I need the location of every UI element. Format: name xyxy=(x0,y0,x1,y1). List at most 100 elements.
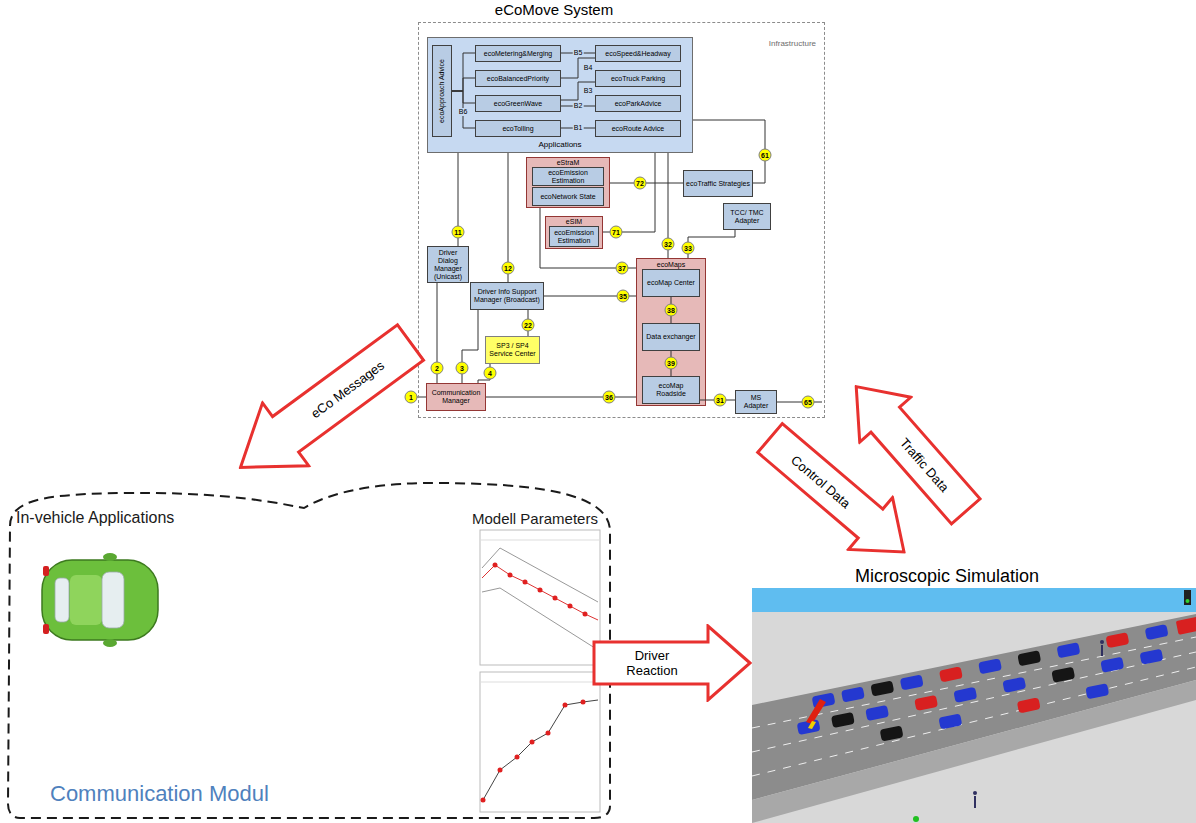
application-box: ecoParkAdvice xyxy=(595,95,681,112)
interface-number: 32 xyxy=(662,238,675,251)
node-text: eSIM xyxy=(546,217,602,226)
interface-number: 22 xyxy=(522,319,535,332)
component-box: Communication Manager xyxy=(426,383,486,411)
parameter-chart-part xyxy=(483,700,598,800)
simulation-screenshot-part-part xyxy=(939,666,963,682)
connector xyxy=(610,183,683,184)
flow-arrow: eCo Messages xyxy=(214,308,436,501)
parameter-chart-part-part xyxy=(581,700,586,705)
node-text: Driver Info Support Manager (Broadcast) xyxy=(473,288,541,304)
connector xyxy=(452,53,475,91)
application-box: ecoTruck Parking xyxy=(595,70,681,87)
application-box: ecoRoute Advice xyxy=(595,120,681,137)
simulation-screenshot-part xyxy=(792,614,1196,757)
simulation-screenshot-part xyxy=(808,721,816,729)
parameter-chart-part-part xyxy=(553,596,558,601)
parameter-chart-part xyxy=(480,672,600,812)
interface-number: 71 xyxy=(610,226,623,239)
interface-number: 1 xyxy=(405,391,418,404)
module-group: eSIM ecoEmission Estimation xyxy=(545,216,603,249)
simulation-screenshot-part-part xyxy=(1100,657,1124,673)
simulation-screenshot xyxy=(752,588,1196,823)
interface-number: 65 xyxy=(802,396,815,409)
component-box: ecoTraffic Strategies xyxy=(683,170,753,197)
interface-label: B4 xyxy=(583,64,594,72)
connector xyxy=(688,230,735,258)
connector xyxy=(452,91,475,128)
application-box: ecoGreenWave xyxy=(475,95,561,112)
parameter-chart xyxy=(480,530,600,812)
parameter-chart-part-part xyxy=(523,580,528,585)
connector xyxy=(693,120,765,183)
parameter-chart-part-part xyxy=(568,604,573,609)
node-text: ecoParkAdvice xyxy=(615,100,662,108)
node-text: ecoBalancedPriority xyxy=(487,75,549,83)
component-box: ecoNetwork State xyxy=(532,187,604,206)
node-text: ecoEmission Estimation xyxy=(535,169,601,185)
simulation-screenshot-part xyxy=(973,791,977,795)
interface-number: 12 xyxy=(502,262,515,275)
parameter-chart-part xyxy=(493,563,588,617)
simulation-screenshot-part-part xyxy=(752,637,1196,728)
node-text: ecoTraffic Strategies xyxy=(686,180,750,188)
dashed-outline xyxy=(8,483,610,818)
simulation-screenshot-part-part xyxy=(870,680,894,696)
simulation-screenshot-part-part xyxy=(1085,683,1109,699)
vehicle-region-outline xyxy=(4,478,616,821)
node-text: Applications xyxy=(428,140,692,150)
parameter-chart-part xyxy=(480,530,600,665)
car-illustration-part xyxy=(102,572,124,628)
simulation-screenshot-part-part xyxy=(974,796,976,808)
node-text: eCoMove System xyxy=(479,1,629,19)
component-box: Driver Info Support Manager (Broadcast) xyxy=(470,282,544,310)
interface-number: 37 xyxy=(616,262,629,275)
interface-label: B2 xyxy=(573,102,584,110)
node-text: Driver Dialog Manager (Unicast) xyxy=(430,249,466,281)
interface-number: 35 xyxy=(617,290,630,303)
arrow-outline xyxy=(594,626,750,700)
component-box: ecoEmission Estimation xyxy=(549,226,599,247)
connector xyxy=(603,153,655,232)
simulation-screenshot-part xyxy=(913,816,919,822)
parameter-chart-part xyxy=(480,682,600,683)
car-illustration-part xyxy=(43,624,49,634)
component-box: Data exchanger xyxy=(642,323,700,351)
service-box: SP3 / SP4 Service Center xyxy=(485,336,540,364)
node-text: ecoMap Roadside xyxy=(645,382,697,398)
arrow-outline xyxy=(217,311,433,499)
simulation-screenshot-part xyxy=(806,699,826,724)
simulation-screenshot-part-part xyxy=(1017,697,1041,713)
interface-wire-part xyxy=(777,402,822,403)
parameter-chart-part-part xyxy=(563,703,568,708)
application-box: ecoApproach Advice xyxy=(432,45,452,137)
vehicle-region: In-vehicle ApplicationsModell Parameters… xyxy=(4,478,616,821)
simulation-screenshot-part-part xyxy=(953,687,977,703)
car-illustration xyxy=(42,553,158,647)
parameter-chart-part xyxy=(480,540,600,541)
simulation-screenshot-part-part xyxy=(900,674,924,690)
node-text: ecoMetering&Merging xyxy=(484,50,552,58)
section-title: Microscopic Simulation xyxy=(855,565,1039,587)
connector xyxy=(540,208,636,268)
simulation-screenshot-part-part xyxy=(1176,614,1196,635)
application-box: ecoTolling xyxy=(475,120,561,137)
node-text: ecoRoute Advice xyxy=(612,125,665,133)
interface-number: 39 xyxy=(665,357,678,370)
connector xyxy=(452,78,475,91)
interface-number: 3 xyxy=(456,362,469,375)
simulation-screenshot-part-part xyxy=(752,652,1196,752)
component-box: Driver Dialog Manager (Unicast) xyxy=(427,246,469,283)
node-text: TCC/ TMC Adapter xyxy=(726,209,768,225)
parameter-chart-part-part xyxy=(481,798,486,803)
node-text: ecoEmission Estimation xyxy=(552,229,596,245)
simulation-screenshot-part-part xyxy=(978,658,1002,674)
car-illustration-part xyxy=(103,639,117,647)
simulation-screenshot-part xyxy=(1100,640,1104,644)
simulation-screenshot-part-part xyxy=(1105,632,1129,648)
flow-arrow: Driver Reaction xyxy=(592,624,752,702)
parameter-chart-part-part xyxy=(546,731,551,736)
simulation-screenshot-part xyxy=(752,680,1196,823)
node-text: Infrastructure xyxy=(769,39,816,49)
application-box: ecoSpeed&Headway xyxy=(595,45,681,62)
